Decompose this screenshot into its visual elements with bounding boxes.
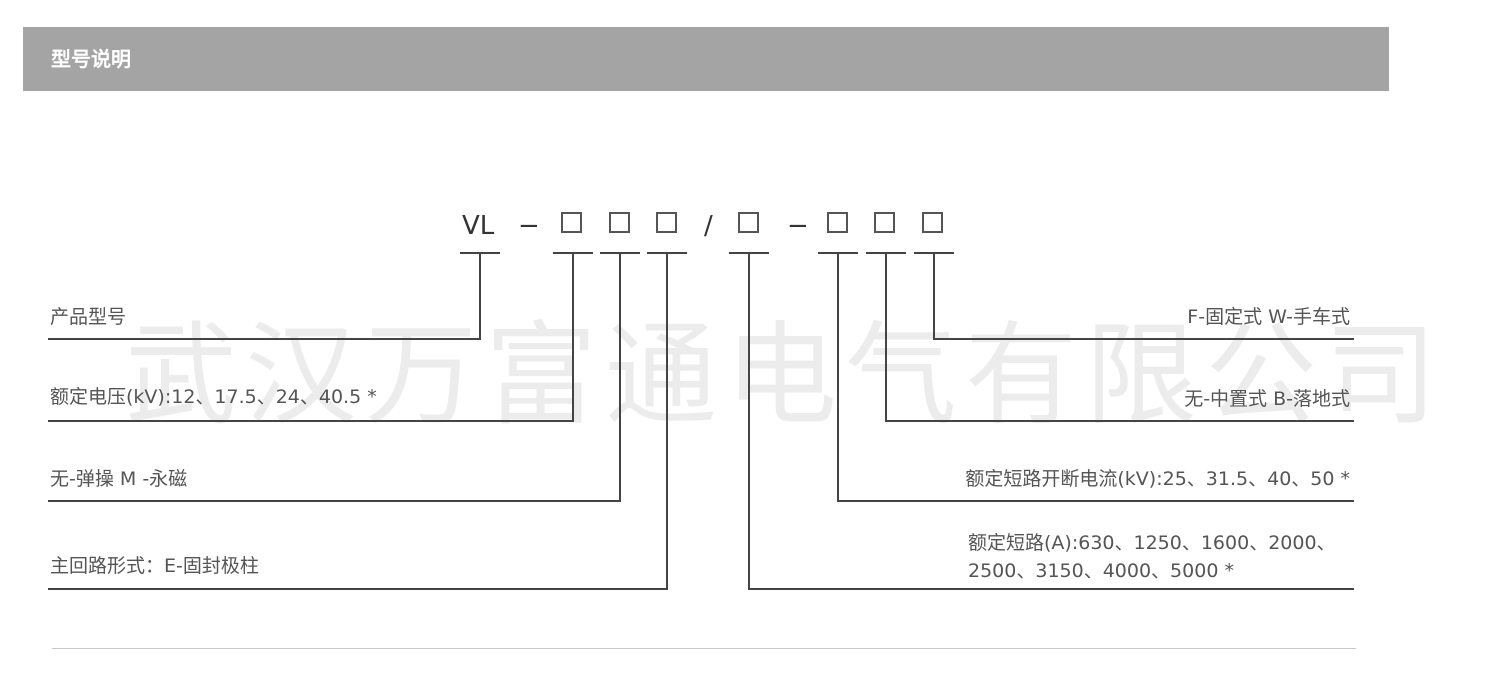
label-install-type: 无-中置式 B-落地式	[1184, 388, 1350, 410]
label-product-model: 产品型号	[50, 306, 127, 328]
section-title: 型号说明	[51, 47, 131, 71]
bottom-divider	[52, 648, 1356, 649]
code-box-circuit	[656, 212, 677, 233]
label-mount-type: F-固定式 W-手车式	[1187, 306, 1350, 328]
label-rated-voltage: 额定电压(kV):12、17.5、24、40.5 *	[50, 386, 377, 408]
leader-circuit	[48, 588, 668, 590]
leader-mount	[933, 338, 1354, 340]
code-box-current	[738, 212, 759, 233]
code-box-install	[874, 212, 895, 233]
label-rated-current-line2: 2500、3150、4000、5000 *	[968, 560, 1234, 582]
label-main-circuit: 主回路形式：E-固封极柱	[50, 555, 259, 577]
connector-operation	[619, 252, 621, 501]
leader-current	[748, 588, 1354, 590]
label-rated-current-line1: 额定短路(A):630、1250、1600、2000、	[968, 532, 1336, 554]
leader-install	[885, 420, 1354, 422]
connector-circuit	[666, 252, 668, 589]
connector-prefix	[479, 252, 481, 339]
connector-current	[748, 252, 750, 589]
section-header: 型号说明	[23, 27, 1389, 91]
connector-breaking	[837, 252, 839, 501]
leader-operation	[48, 500, 621, 502]
leader-voltage	[48, 420, 574, 422]
connector-mount	[933, 252, 935, 339]
code-dash-1: −	[518, 211, 540, 241]
connector-voltage	[572, 252, 574, 421]
code-prefix: VL	[462, 211, 495, 241]
code-dash-2: −	[787, 211, 809, 241]
code-box-breaking	[827, 212, 848, 233]
connector-install	[885, 252, 887, 421]
leader-breaking	[837, 500, 1354, 502]
code-box-mount	[922, 212, 943, 233]
leader-prefix	[48, 338, 481, 340]
code-slash: /	[704, 211, 713, 241]
label-breaking-current: 额定短路开断电流(kV):25、31.5、40、50 *	[965, 468, 1350, 490]
code-box-operation	[609, 212, 630, 233]
label-operating-mechanism: 无-弹操 M -永磁	[50, 468, 188, 490]
code-box-voltage	[561, 212, 582, 233]
